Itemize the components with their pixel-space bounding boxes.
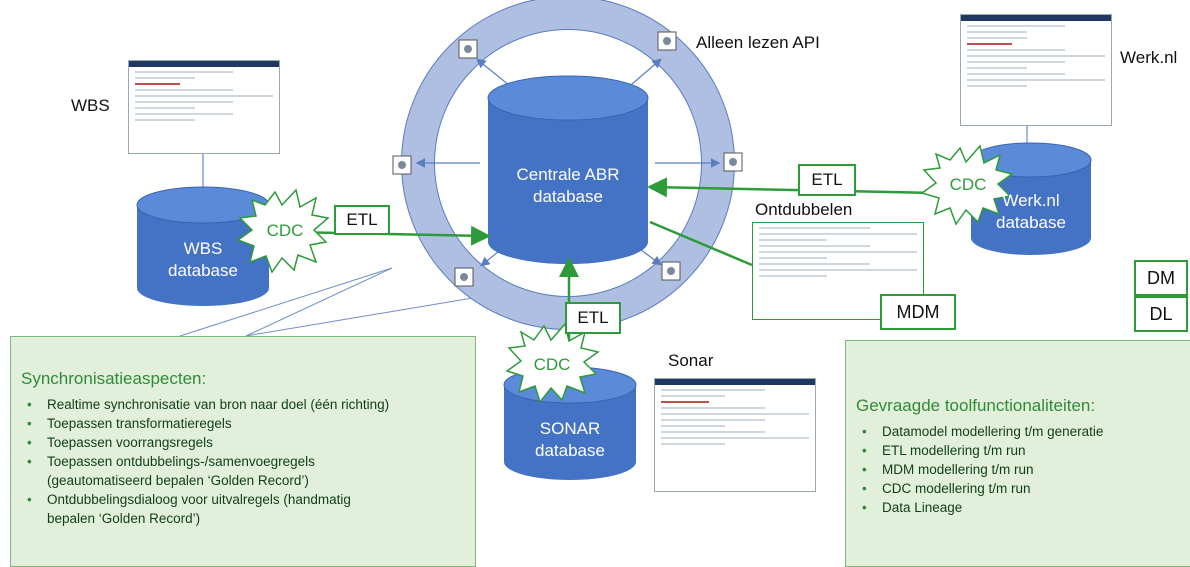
sonar-database-label: SONAR database <box>504 418 636 462</box>
mdm-box: MDM <box>880 294 956 330</box>
dl-box: DL <box>1134 296 1188 332</box>
etl-wbs-box: ETL <box>334 205 390 235</box>
central-database-cylinder <box>487 75 649 264</box>
list-item: Data Lineage <box>856 498 1190 517</box>
list-item: Realtime synchronisatie van bron naar do… <box>21 395 475 414</box>
central-database-label: Centrale ABR database <box>488 164 648 208</box>
list-item: Toepassen ontdubbelings-/samenvoegregels <box>21 452 475 471</box>
werk-database-line2: database <box>996 213 1066 232</box>
sync-panel-title: Synchronisatieaspecten: <box>21 369 207 388</box>
cdc-starburst-icon <box>505 322 600 404</box>
list-item: Toepassen voorrangsregels <box>21 433 475 452</box>
sonar-database-line1: SONAR <box>539 419 601 438</box>
wbs-database-line1: WBS <box>183 239 223 258</box>
tools-panel-title: Gevraagde toolfunctionaliteiten: <box>856 396 1096 415</box>
werk-app-screenshot <box>960 14 1112 126</box>
list-item: bepalen ‘Golden Record’) <box>47 511 201 526</box>
sonar-label: Sonar <box>668 351 714 370</box>
dm-box: DM <box>1134 260 1188 296</box>
cdc-starburst-icon <box>920 144 1014 226</box>
cdc-wbs-label: CDC <box>266 221 304 240</box>
sonar-database-line2: database <box>535 441 605 460</box>
wbs-database-line2: database <box>168 261 238 280</box>
cdc-sonar-label: CDC <box>533 355 571 374</box>
etl-sonar-box: ETL <box>565 302 621 334</box>
list-item: Toepassen transformatieregels <box>21 414 475 433</box>
ontdubbelen-label: Ontdubbelen <box>755 200 853 219</box>
wbs-app-screenshot <box>128 60 280 154</box>
list-item: ETL modellering t/m run <box>856 441 1190 460</box>
werk-database-cylinder <box>970 142 1092 255</box>
sonar-app-screenshot <box>654 378 816 492</box>
central-database-line1: Centrale ABR <box>516 165 620 184</box>
panel-connector-line <box>179 267 393 337</box>
etl-werk-box: ETL <box>798 164 856 196</box>
alleen-lezen-api-label: Alleen lezen API <box>696 33 820 52</box>
list-item: Datamodel modellering t/m generatie <box>856 422 1190 441</box>
wbs-label: WBS <box>71 96 110 115</box>
sync-aspects-panel: Synchronisatieaspecten: Realtime synchro… <box>10 336 476 567</box>
werk-database-line1: Werk.nl <box>1002 191 1060 210</box>
tools-panel: Gevraagde toolfunctionaliteiten: Datamod… <box>845 340 1190 567</box>
central-database-line2: database <box>533 187 603 206</box>
list-item: MDM modellering t/m run <box>856 460 1190 479</box>
werk-database-label: Werk.nl database <box>971 190 1091 234</box>
list-item: Ontdubbelingsdialoog voor uitvalregels (… <box>21 490 475 509</box>
cdc-starburst-icon <box>236 188 330 274</box>
tools-list: Datamodel modellering t/m generatie ETL … <box>856 422 1190 517</box>
panel-connector-line <box>245 267 393 337</box>
wbs-database-cylinder <box>136 186 270 306</box>
werk-nl-label: Werk.nl <box>1120 48 1178 67</box>
sync-aspects-list: Realtime synchronisatie van bron naar do… <box>21 395 475 528</box>
list-item: (geautomatiseerd bepalen ‘Golden Record’… <box>47 473 309 488</box>
list-item: CDC modellering t/m run <box>856 479 1190 498</box>
cdc-werk-label: CDC <box>949 175 987 194</box>
wbs-database-label: WBS database <box>137 238 269 282</box>
